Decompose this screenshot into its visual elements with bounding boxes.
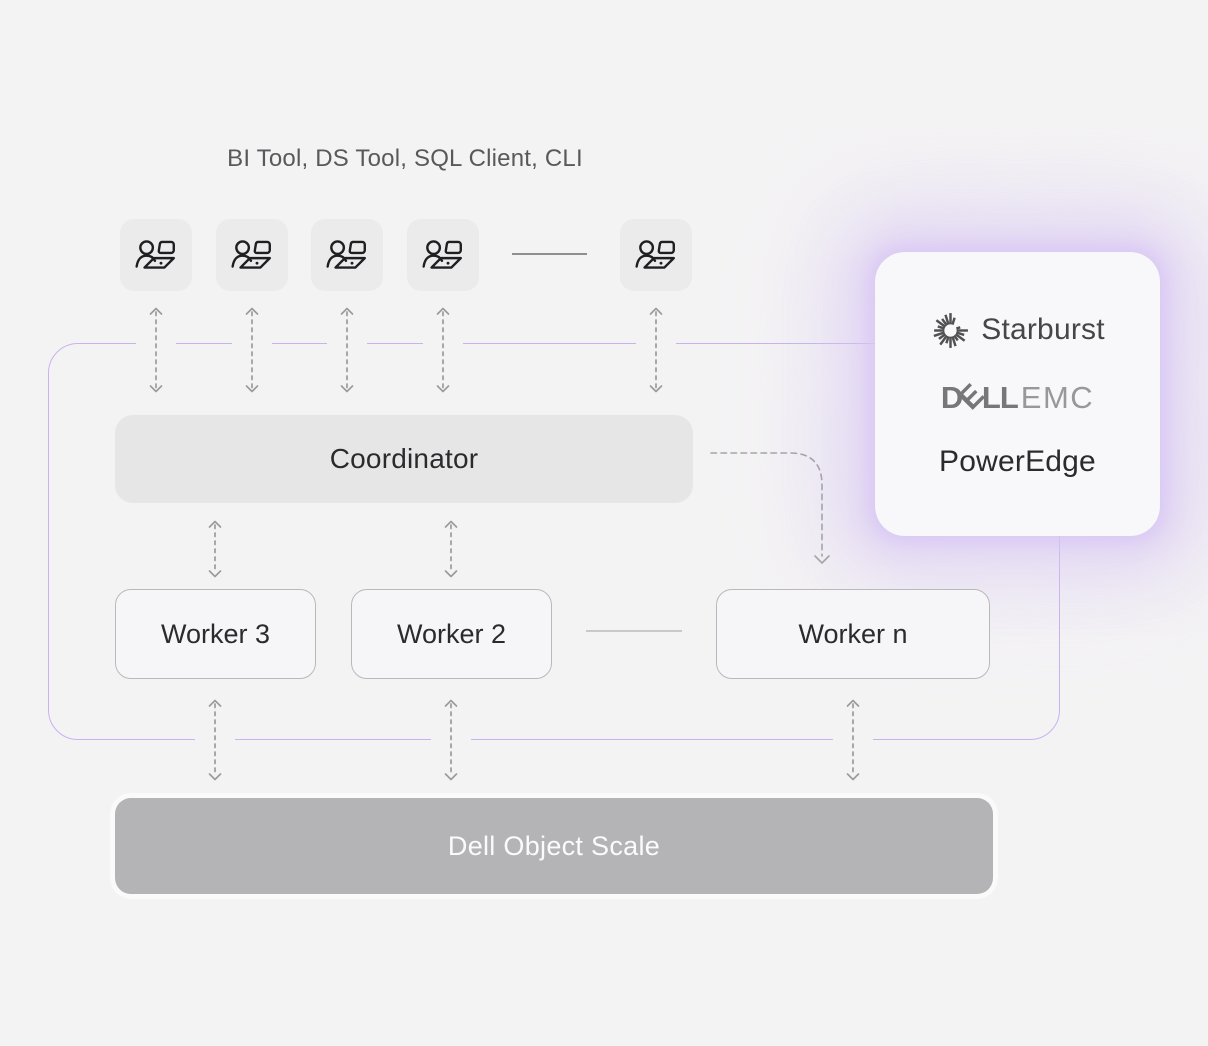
clients-caption: BI Tool, DS Tool, SQL Client, CLI <box>227 145 583 172</box>
worker-node: Worker 3 <box>115 589 316 679</box>
starburst-brand: Starburst <box>930 310 1105 351</box>
storage-node: Dell Object Scale <box>115 798 993 894</box>
user-laptop-icon <box>135 240 175 269</box>
elbow-connector-arrow <box>695 445 845 575</box>
workers-ellipsis-line <box>586 630 682 632</box>
coordinator-node: Coordinator <box>115 415 693 503</box>
bidirectional-arrow <box>148 306 164 394</box>
client-tile <box>407 219 479 291</box>
coordinator-label: Coordinator <box>329 443 479 474</box>
client-tile <box>216 219 288 291</box>
storage-label: Dell Object Scale <box>447 830 661 861</box>
worker-label: Worker 2 <box>396 618 507 649</box>
user-laptop-icon <box>422 240 462 269</box>
client-tile <box>311 219 383 291</box>
bidirectional-arrow <box>845 698 861 782</box>
user-laptop-icon <box>326 240 366 269</box>
bidirectional-arrow <box>648 306 664 394</box>
clients-ellipsis-line <box>512 253 587 255</box>
bidirectional-arrow <box>339 306 355 394</box>
user-laptop-icon <box>231 240 271 269</box>
bidirectional-arrow <box>244 306 260 394</box>
bidirectional-arrow <box>435 306 451 394</box>
dell-wordmark: DELL <box>940 377 1019 416</box>
dell-emc-logo: DELLEMC <box>940 377 1095 416</box>
cluster-boundary <box>48 343 1060 740</box>
client-tile <box>620 219 692 291</box>
worker-node: Worker 2 <box>351 589 552 679</box>
user-laptop-icon <box>635 240 675 269</box>
bidirectional-arrow <box>443 519 459 579</box>
worker-node: Worker n <box>716 589 990 679</box>
bidirectional-arrow <box>443 698 459 782</box>
emc-wordmark: EMC <box>1020 379 1095 415</box>
bidirectional-arrow <box>207 698 223 782</box>
worker-label: Worker n <box>798 618 908 649</box>
worker-label: Worker 3 <box>160 618 271 649</box>
poweredge-label: PowerEdge <box>939 444 1096 478</box>
branding-card: Starburst DELLEMC PowerEdge <box>875 252 1160 536</box>
starburst-logo-icon <box>932 311 970 349</box>
starburst-label: Starburst <box>981 313 1105 346</box>
bidirectional-arrow <box>207 519 223 579</box>
client-tile <box>120 219 192 291</box>
